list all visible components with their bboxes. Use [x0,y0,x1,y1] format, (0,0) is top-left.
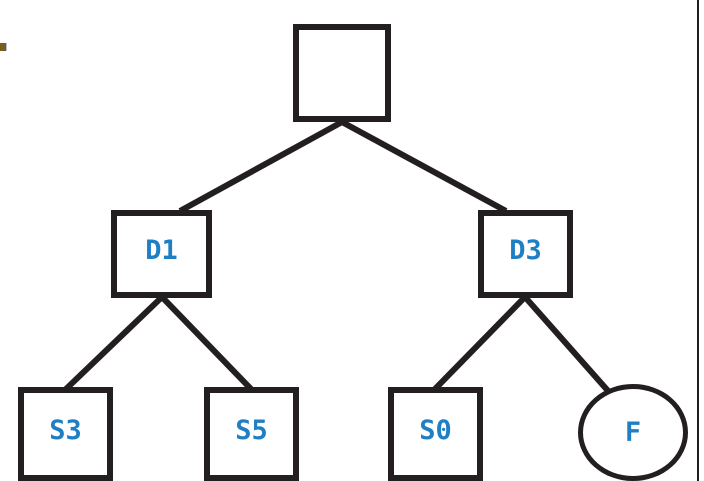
node-s0-label: S0 [419,414,452,446]
node-s3-label: S3 [49,414,82,446]
edge-root-to-d3 [340,119,508,214]
node-d3[interactable]: D3 [478,210,573,298]
edge-root-to-d1 [178,119,344,214]
node-s0[interactable]: S0 [388,387,483,481]
node-f-label: F [624,417,642,448]
node-d1-label: D1 [145,234,178,266]
corner-color-swatch [0,43,6,51]
node-s5-label: S5 [235,414,268,446]
corner-color-swatch-edge [6,43,7,51]
node-d1[interactable]: D1 [111,210,212,298]
node-d3-label: D3 [509,234,542,266]
edge-d3-to-s0 [432,294,528,392]
node-f[interactable]: F [578,384,688,481]
edge-d1-to-s5 [159,294,254,392]
node-root[interactable] [293,24,391,122]
edge-d1-to-s3 [63,294,165,392]
edge-d3-to-f [522,295,620,403]
node-s5[interactable]: S5 [204,387,299,481]
right-edge-rule [697,0,699,481]
node-s3[interactable]: S3 [18,387,113,481]
